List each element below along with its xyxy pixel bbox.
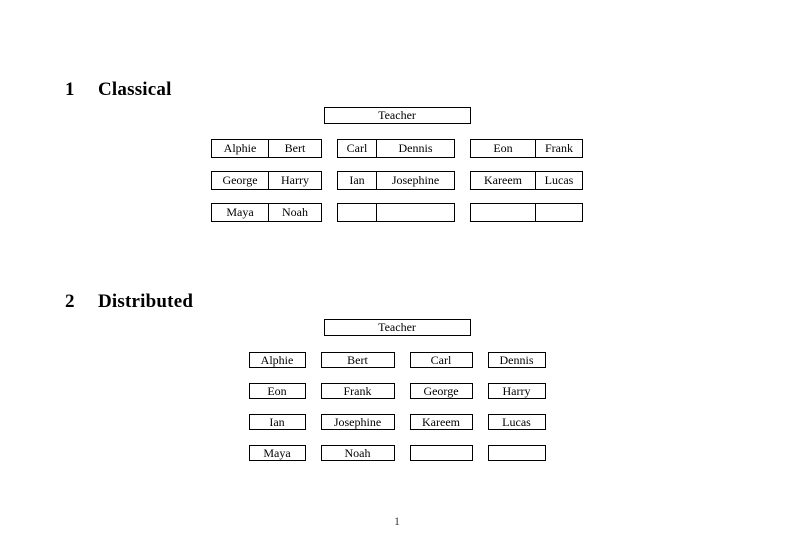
classical-seating-diagram: Teacher Alphie Bert Carl Dennis Eon Fran… (0, 107, 794, 235)
desk-pair: Carl Dennis (337, 139, 455, 158)
desk-cell: Bert (320, 352, 395, 368)
desk-row: Maya Noah (211, 203, 583, 222)
desk-cell-empty (338, 204, 377, 221)
desk-pair: George Harry (211, 171, 322, 190)
teacher-box: Teacher (323, 319, 471, 336)
desk-cell: Eon (471, 140, 536, 157)
page-number: 1 (394, 514, 400, 528)
desk-cell: Harry (487, 383, 546, 399)
desk-cell: Frank (545, 141, 573, 155)
desk-cell: Frank (320, 383, 395, 399)
desk-cell: Dennis (398, 141, 433, 155)
desk-cell: Kareem (409, 414, 473, 430)
desk-cell-empty (409, 445, 473, 461)
desk-row: Maya Noah (248, 445, 546, 461)
desk-cell-empty (536, 204, 582, 221)
desk-cell: Ian (338, 172, 377, 189)
desk-cell: Kareem (471, 172, 536, 189)
desk-pair: Eon Frank (470, 139, 583, 158)
desk-pair: Kareem Lucas (470, 171, 583, 190)
desk-row: Alphie Bert Carl Dennis Eon Frank (211, 139, 583, 158)
teacher-box: Teacher (323, 107, 471, 124)
desk-cell-empty (487, 445, 546, 461)
desk-row: Ian Josephine Kareem Lucas (248, 414, 546, 430)
desk-cell: Dennis (487, 352, 546, 368)
desk-row: Alphie Bert Carl Dennis (248, 352, 546, 368)
section-title: Classical (98, 78, 172, 100)
desk-cell: Carl (338, 140, 377, 157)
section-heading-distributed: 2 Distributed (65, 290, 194, 312)
desk-row: Eon Frank George Harry (248, 383, 546, 399)
desk-cell: Lucas (487, 414, 546, 430)
desk-cell-empty (377, 204, 454, 221)
desk-cell-empty (471, 204, 536, 221)
desk-cell: Alphie (212, 140, 269, 157)
desk-cell: George (409, 383, 473, 399)
desk-cell: George (212, 172, 269, 189)
section-heading-classical: 1 Classical (65, 78, 172, 100)
section-title: Distributed (98, 290, 194, 312)
desk-pair: Ian Josephine (337, 171, 455, 190)
desk-cell: Bert (284, 141, 306, 155)
desk-pair-empty (337, 203, 455, 222)
desk-pair-empty (470, 203, 583, 222)
desk-cell: Josephine (391, 173, 440, 187)
desk-cell: Noah (320, 445, 395, 461)
desk-pair: Maya Noah (211, 203, 322, 222)
desk-cell: Maya (212, 204, 269, 221)
distributed-seating-diagram: Teacher Alphie Bert Carl Dennis Eon Fran… (0, 319, 794, 476)
desk-cell: Ian (248, 414, 306, 430)
desk-cell: Alphie (248, 352, 306, 368)
section-number: 2 (65, 290, 75, 312)
desk-cell: Harry (281, 173, 309, 187)
section-number: 1 (65, 78, 75, 100)
desk-cell: Josephine (320, 414, 395, 430)
desk-pair: Alphie Bert (211, 139, 322, 158)
desk-row: George Harry Ian Josephine Kareem Lucas (211, 171, 583, 190)
desk-cell: Eon (248, 383, 306, 399)
desk-cell: Maya (248, 445, 306, 461)
desk-cell: Noah (282, 205, 308, 219)
desk-cell: Lucas (544, 173, 574, 187)
desk-cell: Carl (409, 352, 473, 368)
